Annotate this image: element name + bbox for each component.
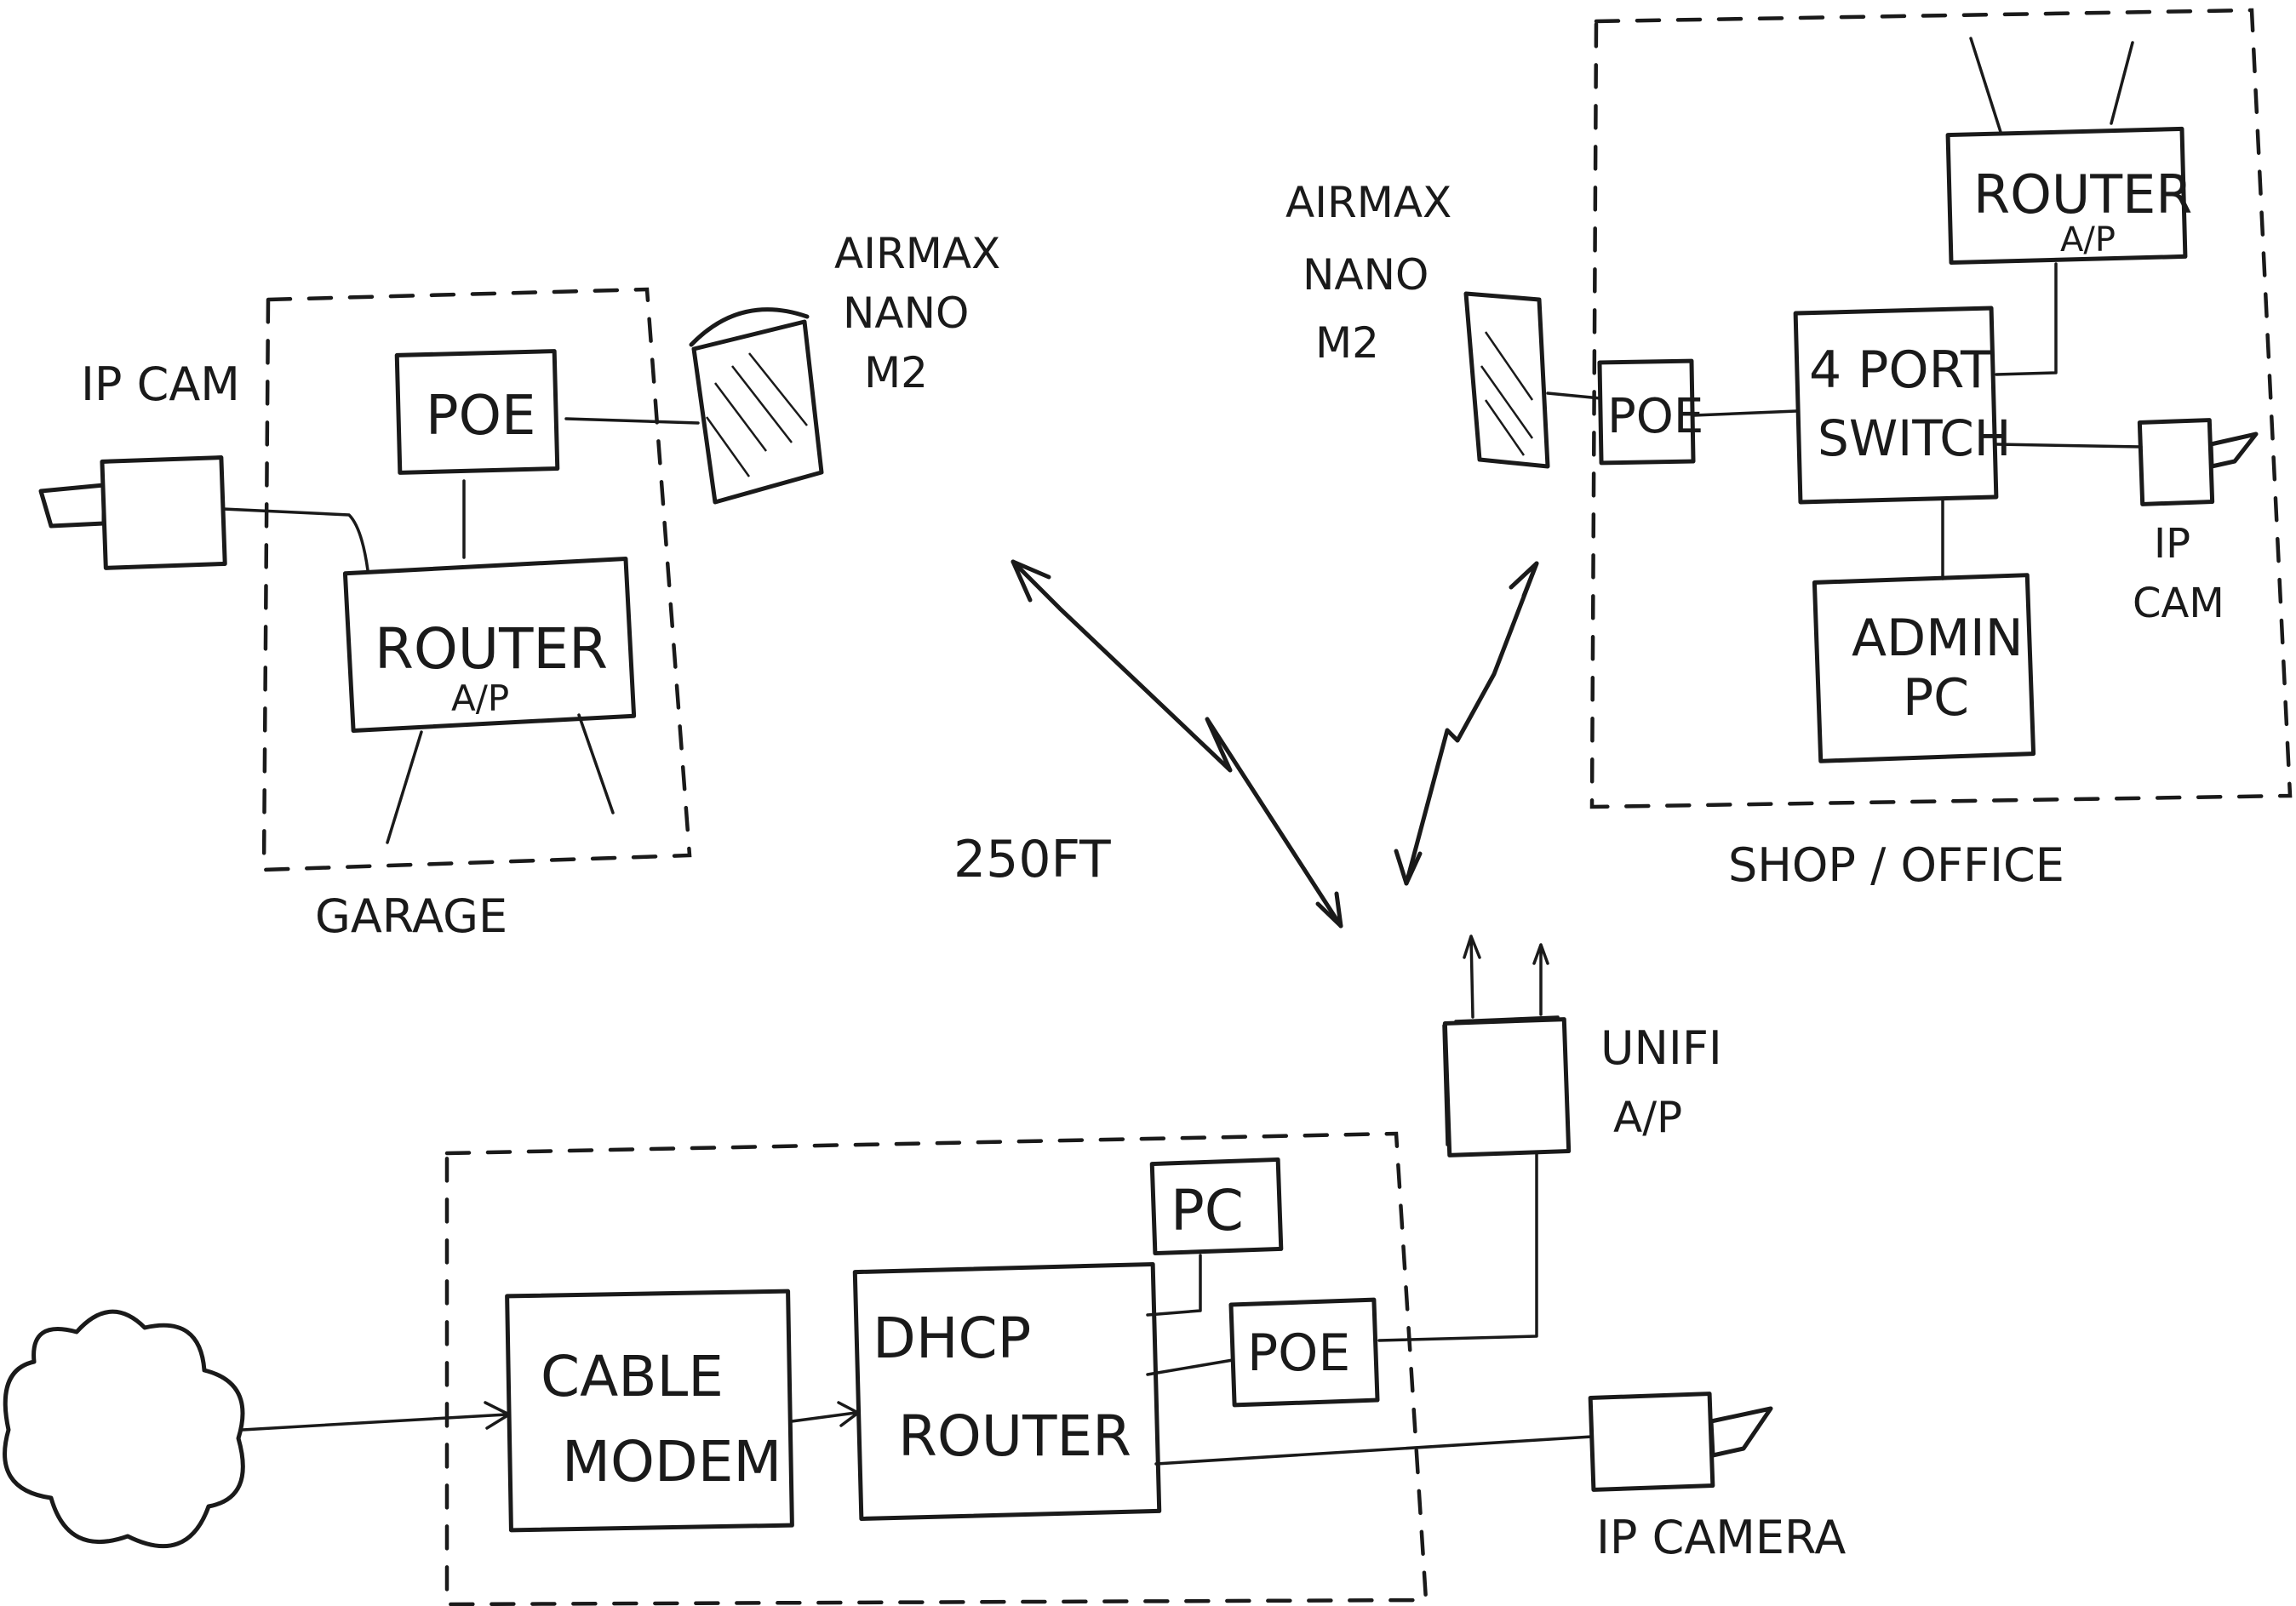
garage-ip-camera <box>38 455 227 570</box>
main-pc-box <box>1149 1157 1284 1256</box>
garage-ip-cam-label: IP CAM <box>81 357 240 411</box>
shop-ip-camera <box>2137 418 2259 506</box>
garage-airmax-antenna-icon <box>689 307 824 505</box>
garage-zone-border <box>261 287 692 872</box>
wireless-link-shop-icon <box>1394 561 1539 886</box>
router-to-camera-wire <box>1154 1435 1594 1466</box>
poe-to-unifi-wire <box>1377 1152 1538 1342</box>
dhcp-router-line2: ROUTER <box>898 1403 1131 1469</box>
cable-modem-box <box>505 1289 794 1533</box>
garage-poe-box <box>394 349 560 475</box>
shop-airmax-line2: NANO <box>1303 250 1429 300</box>
shop-poe-to-switch-wire <box>1692 409 1798 417</box>
shop-office-zone-border <box>1589 8 2293 809</box>
shop-router-label: ROUTER <box>1973 163 2192 226</box>
shop-airmax-line3: M2 <box>1315 318 1379 368</box>
garage-airmax-line1: AIRMAX <box>834 229 1000 278</box>
unifi-ap-box <box>1442 934 1572 1157</box>
garage-router-sub-label: A/P <box>451 677 509 719</box>
main-pc-label: PC <box>1171 1178 1244 1243</box>
shop-router-sub-label: A/P <box>2060 220 2116 260</box>
shop-router-box <box>1945 37 2188 266</box>
unifi-line1: UNIFI <box>1600 1021 1722 1075</box>
shop-switch-box <box>1793 306 1999 505</box>
shop-airmax-antenna-icon <box>1463 291 1550 469</box>
cable-modem-line2: MODEM <box>562 1429 782 1495</box>
garage-cam-to-router-wire <box>221 507 369 572</box>
main-poe-label: POE <box>1247 1323 1350 1383</box>
shop-switch-to-router-wire <box>1995 262 2058 376</box>
garage-router-label: ROUTER <box>375 616 608 682</box>
unifi-line2: A/P <box>1613 1093 1682 1142</box>
shop-poe-label: POE <box>1607 389 1703 444</box>
shop-ip-cam-line1: IP <box>2154 520 2190 568</box>
main-house-zone-border <box>444 1131 1429 1606</box>
shop-switch-line2: SWITCH <box>1818 409 2011 467</box>
garage-router-box <box>342 556 637 844</box>
distance-label: 250FT <box>953 830 1111 889</box>
router-to-poe-wire <box>1146 1358 1234 1376</box>
shop-ip-cam-line2: CAM <box>2133 580 2224 627</box>
main-ip-camera-label: IP CAMERA <box>1596 1511 1846 1564</box>
garage-airmax-line3: M2 <box>864 348 928 397</box>
shop-switch-to-cam-wire <box>1995 443 2143 449</box>
cable-modem-line1: CABLE <box>541 1344 724 1409</box>
dhcp-router-box <box>852 1261 1162 1522</box>
shop-poe-box <box>1597 358 1696 466</box>
modem-to-router-arrow <box>790 1401 860 1427</box>
garage-zone-label: GARAGE <box>315 889 507 943</box>
internet-cloud-icon <box>3 1309 245 1549</box>
router-to-pc-wire <box>1146 1254 1202 1317</box>
garage-poe-to-antenna-wire <box>564 417 700 425</box>
shop-admin-line2: PC <box>1903 668 1969 728</box>
dhcp-router-line1: DHCP <box>873 1306 1031 1371</box>
cloud-to-modem-arrow <box>241 1401 511 1432</box>
garage-airmax-line2: NANO <box>843 289 969 338</box>
shop-admin-line1: ADMIN <box>1852 609 2024 668</box>
garage-poe-label: POE <box>426 385 535 448</box>
shop-office-zone-label: SHOP / OFFICE <box>1728 838 2064 892</box>
main-poe-box <box>1228 1297 1380 1408</box>
shop-airmax-line1: AIRMAX <box>1285 178 1451 227</box>
wireless-link-garage-icon <box>1011 559 1343 929</box>
shop-switch-line1: 4 PORT <box>1809 340 1992 400</box>
shop-admin-pc-box <box>1812 573 2036 763</box>
main-ip-camera <box>1588 1392 1773 1492</box>
shop-antenna-to-poe-wire <box>1546 391 1602 400</box>
